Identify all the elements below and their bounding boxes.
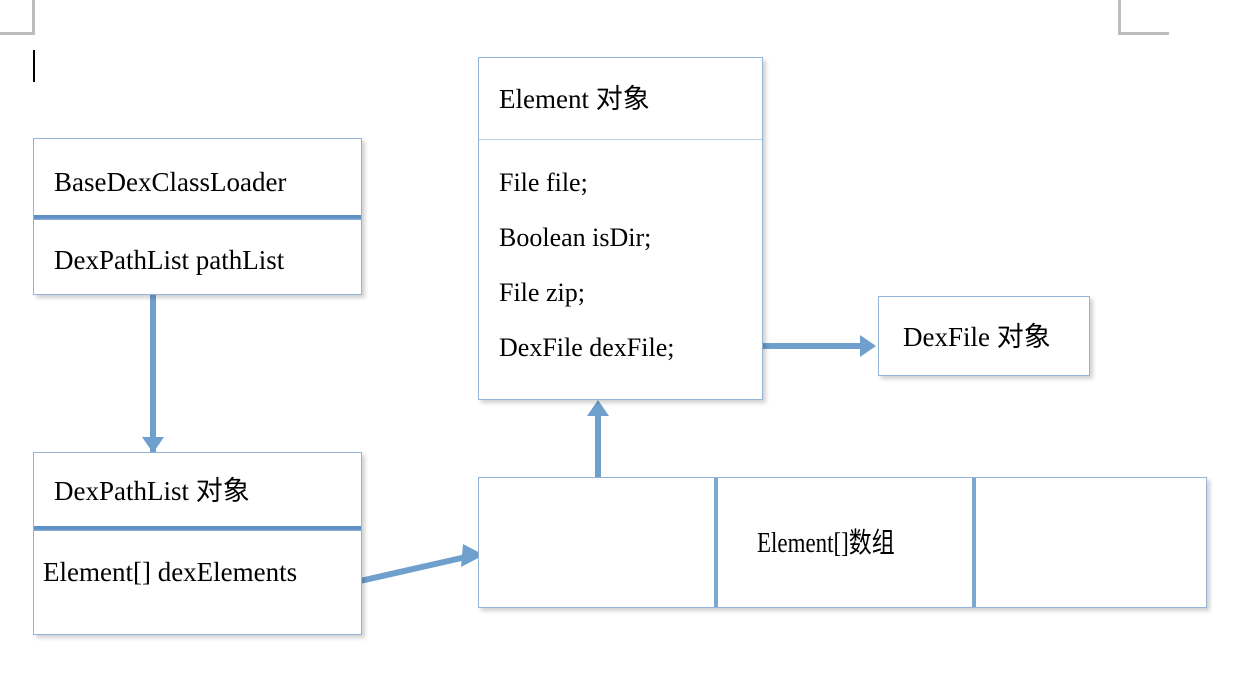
dex-file-object-label: DexFile 对象 [903,322,1051,352]
box-element-object[interactable]: Element 对象 File file; Boolean isDir; Fil… [478,57,763,400]
base-dex-class-loader-divider [34,215,361,220]
connector-dexfile-to-dexfileobject-arrowhead [860,335,876,357]
box-dex-file-object[interactable]: DexFile 对象 [878,296,1090,376]
box-dex-path-list-object[interactable]: DexPathList 对象 Element[] dexElements [33,452,362,635]
element-object-divider [479,139,762,140]
connector-dexfile-to-dexfileobject-line [714,343,862,349]
connector-array-to-element-line [595,408,601,511]
page-corner-mark-top-right [1118,0,1169,35]
element-object-field-zip: File zip; [499,278,585,307]
dex-path-list-field-dexelements: Element[] dexElements [43,557,298,587]
element-object-field-dexfile: DexFile dexFile; [499,333,675,362]
dex-path-list-divider [34,526,361,531]
element-array-label: Element[]数组 [757,528,895,559]
page-corner-mark-top-left [0,0,35,35]
box-base-dex-class-loader[interactable]: BaseDexClassLoader DexPathList pathList [33,138,362,295]
text-cursor-caret [33,50,35,82]
element-array-cell-divider-1 [714,478,718,607]
element-object-field-isdir: Boolean isDir; [499,223,652,252]
element-object-field-file: File file; [499,168,588,197]
base-dex-class-loader-field-pathlist: DexPathList pathList [54,245,285,275]
dex-path-list-header: DexPathList 对象 [54,476,250,506]
connector-dexelements-to-array [359,544,484,584]
element-object-header: Element 对象 [499,84,650,114]
connector-pathlist-to-dexpathlist-line [150,265,156,453]
box-element-array[interactable]: Element[]数组 [478,477,1207,608]
connector-array-to-element-arrowhead [587,400,609,416]
base-dex-class-loader-header: BaseDexClassLoader [54,167,287,197]
connector-pathlist-to-dexpathlist-arrowhead [142,437,164,453]
element-array-cell-divider-2 [972,478,976,607]
